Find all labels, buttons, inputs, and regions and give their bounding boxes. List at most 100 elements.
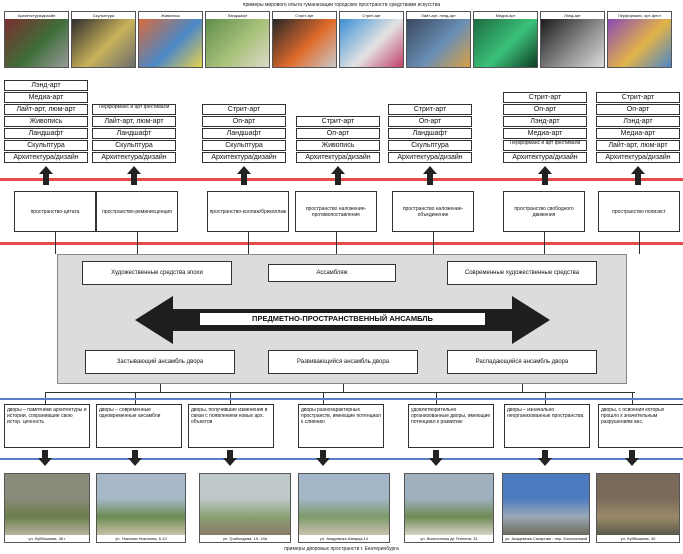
- art-form-label: Стрит-арт: [202, 104, 286, 115]
- up-arrow-icon: [127, 166, 141, 174]
- bottom-photo: ул. Академика Шварца,14: [298, 473, 390, 543]
- connector-line: [45, 392, 635, 393]
- up-arrow-shaft: [335, 173, 341, 185]
- art-form-label: Ландшафт: [202, 128, 286, 139]
- art-form-label: Архитектура/дизайн: [388, 152, 472, 163]
- bottom-photo-caption: ул. Николая Никонова, 6-10: [97, 535, 185, 542]
- down-arrow-shaft: [320, 450, 326, 458]
- bottom-photo-image: [405, 474, 493, 535]
- up-arrow-icon: [631, 166, 645, 174]
- yard-type-box: дворы разнохарактерных пространств, имею…: [298, 404, 384, 448]
- connector-line: [639, 232, 640, 254]
- bottom-photo-image: [97, 474, 185, 535]
- up-arrow-icon: [39, 166, 53, 174]
- bottom-photo-caption: ул. Грибоедова, 19, 19а: [200, 535, 290, 542]
- bottom-photo-caption: ул. Куйбышева, 40: [597, 535, 679, 542]
- art-form-label: Скульптура: [202, 140, 286, 151]
- yard-type-box: дворы, получившие изменения в связи с по…: [188, 404, 274, 448]
- space-type-box: пространство-коллаж/бриколлаж: [207, 191, 289, 232]
- up-arrow-shaft: [427, 173, 433, 185]
- art-form-label: Лэнд-арт: [596, 116, 680, 127]
- down-arrow-shaft: [132, 450, 138, 458]
- up-arrow-icon: [538, 166, 552, 174]
- down-arrow-shaft: [42, 450, 48, 458]
- art-form-label: Живопись: [296, 140, 380, 151]
- art-form-label: Архитектура/дизайн: [596, 152, 680, 163]
- yard-type-box: дворы, с освоения которых прошло к значи…: [598, 404, 683, 448]
- bottom-photo-image: [597, 474, 679, 535]
- art-form-label: Скульптура: [92, 140, 176, 151]
- yard-type-box: удовлетворительно организованные дворы, …: [408, 404, 494, 448]
- bottom-photo-caption: ул. Куйбышева, 48 г: [5, 535, 89, 542]
- top-photo-image: [5, 19, 68, 67]
- art-form-label: Стрит-арт: [503, 92, 587, 103]
- space-type-box: пространство наложение-противопоставлени…: [295, 191, 377, 232]
- down-arrow-icon: [625, 458, 639, 466]
- up-arrow-shaft: [241, 173, 247, 185]
- bottom-photo-image: [503, 474, 589, 535]
- top-photo-caption: Архитектура/дизайн: [5, 12, 68, 19]
- red-separator-bottom: [0, 242, 683, 245]
- top-photo: Медиа-арт: [473, 11, 538, 68]
- art-form-label: Лайт-арт, люм-арт: [92, 116, 176, 127]
- top-photo: Перформанс, арт-фест: [607, 11, 672, 68]
- bottom-photo: ул. Вильгельма де Геннина, 31: [404, 473, 494, 543]
- top-photo-caption: Лайт-арт, лэнд-арт: [407, 12, 470, 19]
- bottom-photo: ул. Грибоедова, 19, 19а: [199, 473, 291, 543]
- art-form-label: Скульптура: [388, 140, 472, 151]
- art-form-label: Архитектура/дизайн: [92, 152, 176, 163]
- top-photo: Ландшафт: [205, 11, 270, 68]
- bottom-photo-image: [5, 474, 89, 535]
- ensemble-title: ПРЕДМЕТНО-ПРОСТРАНСТВЕННЫЙ АНСАМБЛЬ: [200, 313, 485, 325]
- down-arrow-icon: [538, 458, 552, 466]
- art-form-label: Стрит-арт: [388, 104, 472, 115]
- blue-separator-bottom: [0, 458, 683, 460]
- connector-line: [55, 232, 56, 254]
- red-separator-top: [0, 178, 683, 181]
- art-form-label: Архитектура/дизайн: [503, 152, 587, 163]
- top-photo-caption: Скульптура: [72, 12, 135, 19]
- top-photo-caption: Перформанс, арт-фест: [608, 12, 671, 19]
- art-form-label: Лайт-арт, люм-арт: [4, 104, 88, 115]
- space-type-box: пространство-реминисценция: [96, 191, 178, 232]
- up-arrow-icon: [237, 166, 251, 174]
- down-arrow-shaft: [542, 450, 548, 458]
- assemblage-box: Ассамбляж: [268, 264, 396, 282]
- top-photo: Лайт-арт, лэнд-арт: [406, 11, 471, 68]
- decaying-ensemble-box: Распадающийся ансамбль двора: [447, 350, 597, 374]
- art-form-label: Оп-арт: [388, 116, 472, 127]
- yard-type-box: дворы – изначально неорганизованные прос…: [504, 404, 590, 448]
- bottom-photo-caption: ул. Вильгельма де Геннина, 31: [405, 535, 493, 542]
- down-arrow-icon: [316, 458, 330, 466]
- top-photo: Стрит-арт: [272, 11, 337, 68]
- up-arrow-shaft: [635, 173, 641, 185]
- top-photo-image: [407, 19, 470, 67]
- top-photo-caption: Лэнд-арт: [541, 12, 604, 19]
- art-form-label: Медиа-арт: [503, 128, 587, 139]
- bottom-photo-caption: ул. Академика Сахарова - пер. Косыгински…: [503, 535, 589, 542]
- art-form-label: Оп-арт: [503, 104, 587, 115]
- art-form-label: Перформанс и арт фестивали: [92, 104, 176, 115]
- top-photo-image: [72, 19, 135, 67]
- art-form-label: Лэнд-арт: [503, 116, 587, 127]
- bottom-photo: ул. Академика Сахарова - пер. Косыгински…: [502, 473, 590, 543]
- bottom-photo-image: [200, 474, 290, 535]
- top-photo-image: [206, 19, 269, 67]
- top-photo-caption: Живопись: [139, 12, 202, 19]
- yard-type-box: дворы – памятники архитектуры и истории,…: [4, 404, 90, 448]
- art-form-label: Лэнд-арт: [4, 80, 88, 91]
- top-photo-image: [474, 19, 537, 67]
- art-means-box: Художественные средства эпохи: [82, 261, 232, 285]
- top-photo-caption: Медиа-арт: [474, 12, 537, 19]
- art-form-label: Оп-арт: [296, 128, 380, 139]
- top-photo: Живопись: [138, 11, 203, 68]
- art-form-label: Ландшафт: [92, 128, 176, 139]
- art-form-label: Живопись: [4, 116, 88, 127]
- up-arrow-icon: [423, 166, 437, 174]
- down-arrow-icon: [38, 458, 52, 466]
- top-photo-caption: Стрит-арт: [340, 12, 403, 19]
- down-arrow-shaft: [629, 450, 635, 458]
- art-form-label: Стрит-арт: [296, 116, 380, 127]
- down-arrow-icon: [223, 458, 237, 466]
- top-photo: Лэнд-арт: [540, 11, 605, 68]
